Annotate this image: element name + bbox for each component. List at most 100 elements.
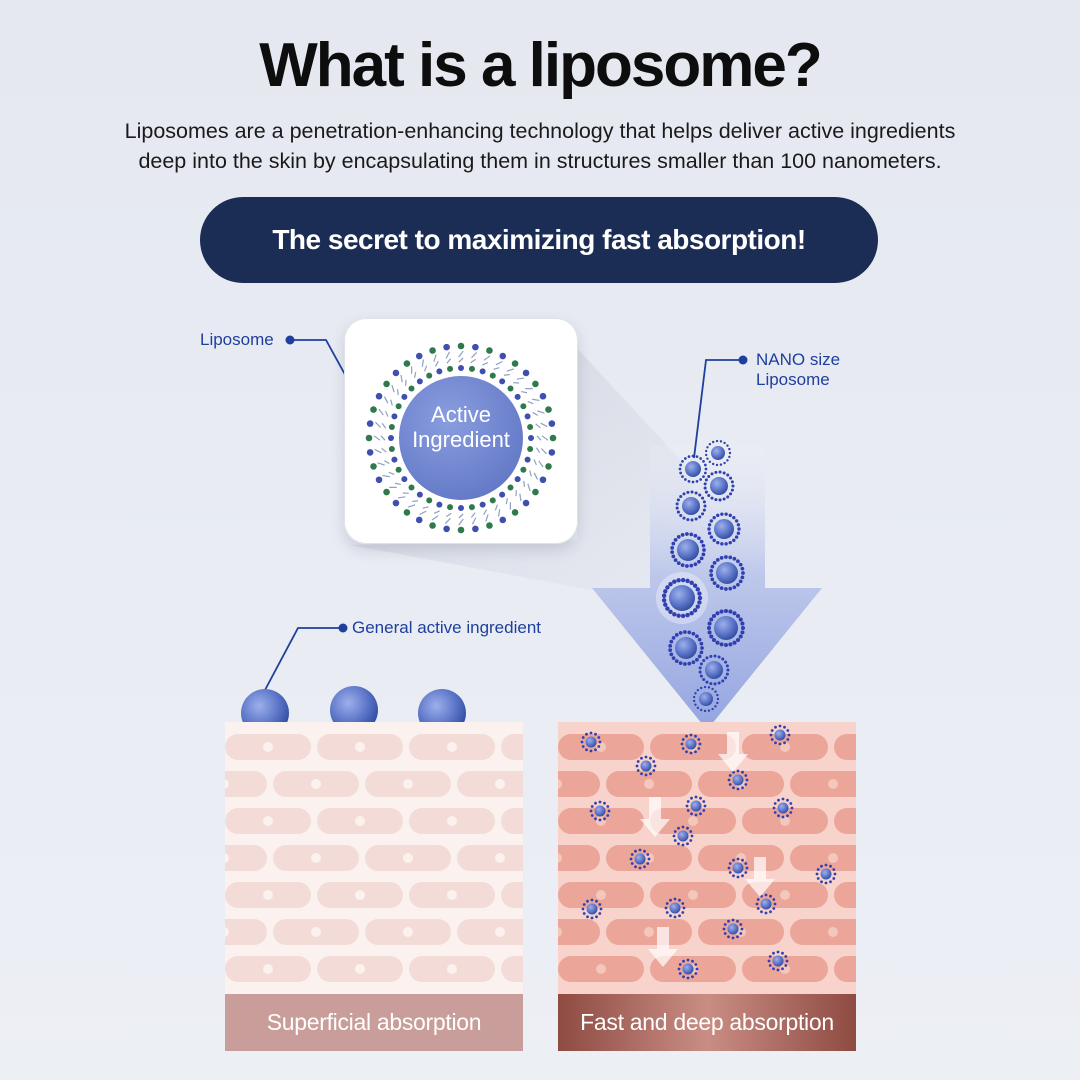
cell-nucleus	[596, 890, 606, 900]
cell-nucleus	[558, 927, 562, 937]
lipid-head-outer	[429, 347, 436, 354]
skin-cell	[457, 845, 523, 871]
lipid-tail	[374, 448, 382, 454]
lipid-head-outer	[429, 522, 436, 529]
lipid-head-inner	[401, 393, 408, 400]
skin-panel-deep	[558, 722, 856, 994]
lipid-tail	[383, 460, 390, 465]
skin-cell	[790, 845, 856, 871]
cell-nucleus	[447, 890, 457, 900]
lipid-head-outer	[499, 352, 507, 360]
nano-label-line-2: Liposome	[756, 370, 830, 389]
lipid-head-inner	[499, 491, 506, 498]
cell-nucleus	[355, 742, 365, 752]
lipid-tail	[394, 482, 401, 486]
penetrating-liposome	[727, 769, 749, 791]
lipid-tail	[419, 510, 427, 516]
lipid-head-outer	[532, 380, 539, 388]
lipid-tail	[516, 377, 525, 380]
lipid-head-inner	[388, 424, 395, 431]
lipid-head-outer	[472, 525, 479, 533]
cell-nucleus	[263, 890, 273, 900]
lipid-tail	[482, 362, 489, 366]
lipid-head-inner	[468, 365, 475, 372]
lipid-tail	[381, 422, 387, 429]
lipid-head-outer	[545, 463, 552, 470]
lipid-head-outer	[545, 406, 552, 413]
penetrating-liposome	[680, 733, 702, 755]
lipid-head-outer	[499, 516, 507, 524]
lipid-tail	[483, 509, 488, 516]
lipid-head-outer	[522, 499, 530, 507]
lipid-tail	[391, 384, 395, 393]
absorption-arrow	[718, 732, 748, 772]
lipid-head-inner	[426, 372, 433, 379]
skin-cell	[501, 956, 523, 982]
lipid-tail	[471, 351, 478, 359]
lipid-head-inner	[489, 372, 496, 379]
lipid-tail	[538, 460, 544, 468]
lipid-tail	[529, 470, 532, 477]
cell-nucleus	[644, 927, 654, 937]
lipid-head-outer	[443, 525, 450, 533]
skin-cells-deep	[558, 722, 856, 994]
lipid-head-outer	[392, 369, 400, 377]
lipid-head-inner	[388, 435, 394, 441]
lipid-tail	[413, 371, 417, 378]
lipid-tail	[535, 447, 541, 454]
nano-liposome	[661, 577, 703, 619]
lipid-tail	[506, 368, 515, 372]
penetrating-liposome	[672, 825, 694, 847]
lipid-tail	[533, 459, 537, 466]
banner-pill: The secret to maximizing fast absorption…	[200, 197, 878, 283]
lipid-tail	[373, 435, 381, 441]
lipid-tail	[444, 517, 451, 525]
cell-nucleus	[263, 742, 273, 752]
nano-liposome	[678, 454, 708, 484]
lipid-tail	[485, 514, 489, 522]
lipid-tail	[382, 474, 390, 478]
lipid-tail	[540, 448, 548, 455]
cell-nucleus	[355, 890, 365, 900]
lipid-tail	[390, 399, 393, 406]
nano-liposome	[706, 608, 746, 648]
lipid-tail	[471, 517, 477, 525]
lipid-head-inner	[447, 504, 454, 511]
lipid-tail	[385, 410, 389, 417]
lipid-head-outer	[549, 434, 557, 442]
lipid-head-outer	[472, 343, 479, 351]
caption-deep: Fast and deep absorption	[558, 994, 856, 1051]
lipid-head-outer	[403, 509, 411, 516]
lipid-head-outer	[539, 476, 547, 484]
lipid-tail	[536, 435, 542, 441]
zoom-beam	[350, 330, 700, 610]
penetrating-liposome	[677, 958, 699, 980]
lipid-tail	[493, 367, 500, 370]
lipid-tail	[483, 355, 491, 361]
nano-liposome	[670, 532, 706, 568]
penetrating-liposome	[629, 848, 651, 870]
cell-nucleus	[780, 742, 790, 752]
cell-nucleus	[225, 927, 229, 937]
cell-nucleus	[403, 853, 413, 863]
caption-superficial: Superficial absorption	[225, 994, 523, 1051]
lipid-head-inner	[489, 497, 496, 504]
intro-line-2: deep into the skin by encapsulating them…	[138, 149, 942, 173]
lipid-tail	[533, 472, 539, 480]
lipid-head-outer	[375, 392, 383, 400]
lipid-head-inner	[499, 378, 506, 385]
skin-cell	[558, 771, 600, 797]
penetrating-liposome	[580, 731, 602, 753]
lipid-head-outer	[415, 352, 423, 360]
lipid-tail	[407, 504, 416, 508]
lipid-head-outer	[511, 360, 519, 367]
lipid-tail	[503, 373, 510, 376]
penetration-arrow	[592, 445, 822, 730]
penetrating-liposome	[589, 800, 611, 822]
skin-cell	[457, 919, 523, 945]
cell-nucleus	[688, 816, 698, 826]
penetrating-liposome	[815, 863, 837, 885]
nano-liposome-stream	[656, 439, 746, 713]
nano-label-line-1: NANO size	[756, 350, 841, 369]
lipid-tail	[431, 515, 439, 521]
